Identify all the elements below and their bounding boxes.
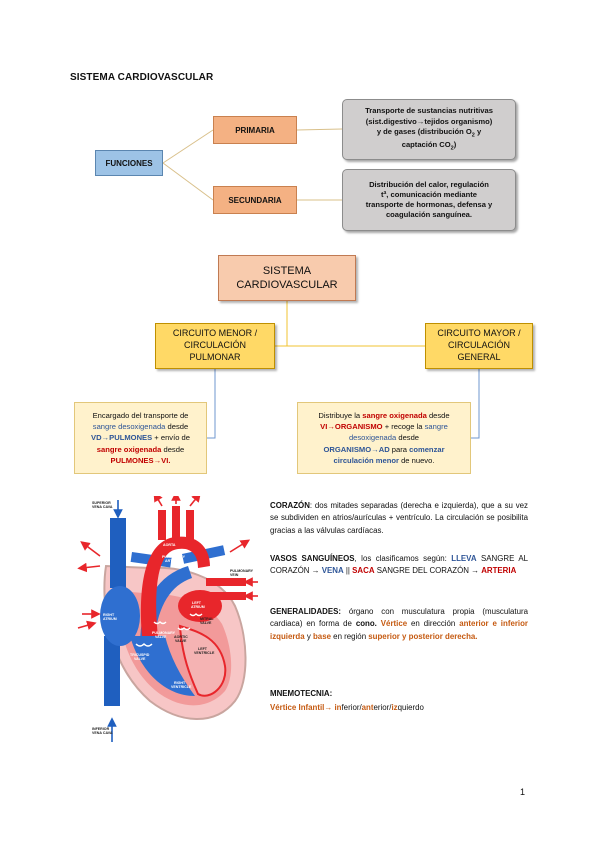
arrow-aorta-3 (189, 496, 201, 507)
pulmonary-vein-upper (206, 578, 246, 586)
label-rv-1: RIGHT (174, 681, 186, 685)
line-mayor-desc (471, 369, 480, 439)
page-number: 1 (520, 787, 526, 797)
connector-lines (162, 128, 480, 439)
label-la-2: ATRIUM (191, 605, 205, 609)
label-svc-1: SUPERIOR (92, 501, 111, 505)
label-ivc-1: INFERIOR (92, 727, 110, 731)
inferior-vena-cava-shape (104, 636, 120, 706)
mnemotecnia-text: Vértice Infantil→ inferior/anterior/izqu… (270, 703, 424, 712)
label-pa-2: ARTERY (165, 559, 180, 563)
left-ventricle-shape (178, 624, 227, 697)
right-ventricle-shape (130, 636, 195, 696)
label-pv-1: PULMONARY (230, 569, 254, 573)
aorta-branch-1 (158, 510, 166, 540)
label-lv-2: VENTRICLE (194, 651, 215, 655)
mnemotecnia-label: MNEMOTECNIA: (270, 689, 333, 698)
label-ra-1: RIGHT (103, 613, 115, 617)
label-pv-2: VEIN (230, 573, 239, 577)
circuito-mayor-description: Distribuye la sangre oxigenada desde VI→… (297, 402, 471, 474)
label-mitral-1: MITRAL (200, 617, 214, 621)
funciones-box: FUNCIONES (95, 150, 163, 176)
arrow-left-lung-1 (80, 541, 101, 557)
primaria-box: PRIMARIA (213, 116, 297, 144)
aorta-branch-3 (186, 510, 194, 540)
label-avalve-1: AORTIC (174, 635, 188, 639)
label-pa-1: PULMONARY (162, 555, 186, 559)
label-ra-2: ATRIUM (103, 617, 117, 621)
label-ivc-2: VENA CAVA (92, 731, 113, 735)
label-pvalve-1: PULMONARY (152, 631, 176, 635)
arrow-aorta-1 (153, 496, 163, 507)
line-funciones-secundaria (162, 162, 214, 201)
aorta-shape (140, 536, 210, 636)
label-tv-1: TRICUSPID (130, 653, 150, 657)
page-title: SISTEMA CARDIOVASCULAR (70, 72, 214, 83)
primaria-description: Transporte de sustancias nutritivas (sis… (342, 99, 516, 160)
aortic-valve-shape (177, 627, 191, 631)
pulmonary-valve-shape (153, 621, 167, 625)
aorta-branch-2 (172, 506, 180, 538)
label-la-1: LEFT (192, 601, 202, 605)
left-atrium-shape (178, 590, 222, 622)
circuito-menor-description: Encargado del transporte de sangre desox… (74, 402, 207, 474)
corazon-paragraph: CORAZÓN: dos mitades separadas (derecha … (270, 501, 528, 535)
secundaria-box: SECUNDARIA (213, 186, 297, 214)
arrow-left-lung-2 (77, 562, 101, 573)
heart-diagram: SUPERIOR VENA CAVA AORTA PULMONARY ARTER… (77, 496, 258, 742)
label-mitral-2: VALVE (200, 621, 212, 625)
arrow-left-4 (77, 620, 97, 630)
label-tv-2: VALVE (134, 657, 146, 661)
pulmonary-vein-lower (206, 592, 246, 600)
tricuspid-valve-shape (135, 643, 153, 647)
label-lv-1: LEFT (198, 647, 208, 651)
label-svc-2: VENA CAVA (92, 505, 113, 509)
arrow-right-lung-1 (229, 539, 251, 553)
right-atrium-shape (100, 586, 140, 646)
label-pvalve-2: VALVE (155, 635, 167, 639)
generalidades-paragraph: GENERALIDADES: órgano con musculatura pr… (270, 607, 528, 641)
mitral-valve-shape (189, 613, 203, 617)
label-aorta: AORTA (163, 543, 176, 547)
line-menor-desc (207, 369, 216, 439)
label-avalve-2: VALVE (175, 639, 187, 643)
secundaria-description: Distribución del calor, regulación tª, c… (342, 169, 516, 231)
line-primaria-desc (296, 128, 343, 131)
superior-vena-cava-shape (110, 518, 126, 588)
vasos-paragraph: VASOS SANGUÍNEOS, los clasificamos según… (270, 554, 528, 576)
line-funciones-primaria (162, 129, 214, 164)
label-rv-2: VENTRICLE (171, 685, 192, 689)
